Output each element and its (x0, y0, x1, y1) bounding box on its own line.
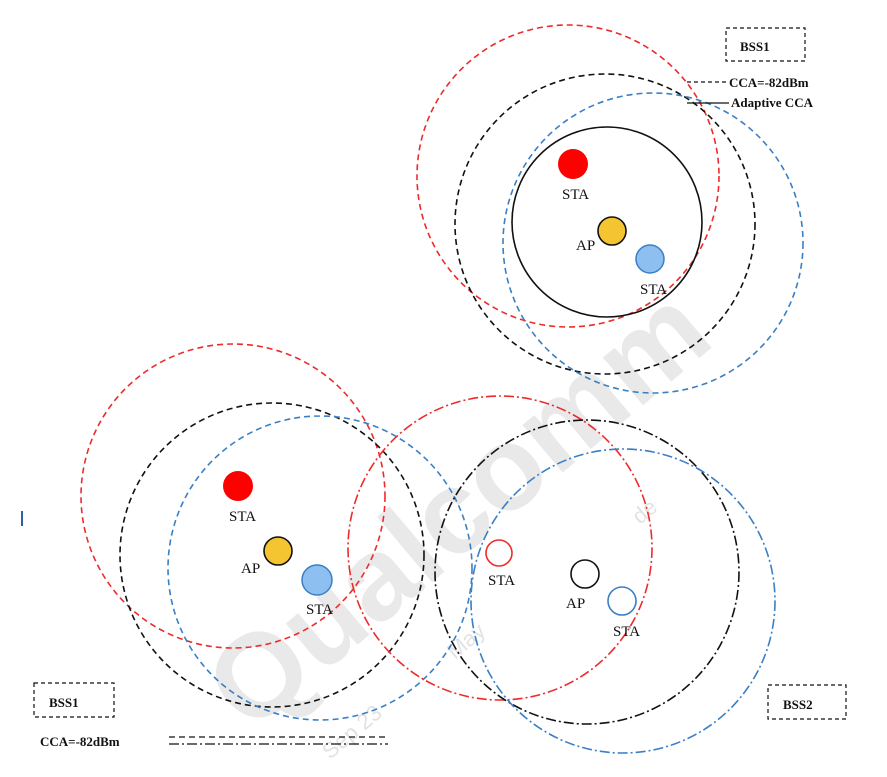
br-bss2-box (767, 684, 847, 720)
top-sta-red-node (558, 149, 588, 179)
top-adaptive-legend-label: Adaptive CCA (731, 95, 814, 110)
top-cca-82-circle (416, 24, 720, 328)
bl-sta-red-node (223, 471, 253, 501)
br-black-circle (434, 419, 740, 725)
top-bss1-group: STA AP STA BSS1 CCA=-82dBm Adaptive CCA (416, 24, 814, 394)
watermark: Qualcomm Sep 23 May de (182, 262, 734, 764)
bl-cca-legend-label: CCA=-82dBm (40, 734, 120, 749)
br-sta-blue-node (607, 586, 637, 616)
bottom-right-bss2-group: STA AP STA BSS2 (347, 395, 847, 754)
top-adaptive-cca-circle (454, 73, 756, 375)
br-sta-blue-label: STA (613, 624, 640, 640)
watermark-line-2: May (442, 618, 490, 664)
br-blue-circle (470, 448, 776, 754)
bl-bss1-box (33, 682, 115, 718)
top-sta-blue-node (635, 244, 665, 274)
bl-blue-circle (167, 415, 473, 721)
bl-cca-82-circle (80, 343, 386, 649)
top-bss1-box (725, 27, 806, 62)
top-blue-sta-circle (502, 92, 804, 394)
top-sta-red-label: STA (562, 187, 589, 203)
br-ap-label: AP (566, 596, 585, 612)
bl-ap-node (263, 536, 293, 566)
top-ap-node (597, 216, 627, 246)
br-red-circle (347, 395, 653, 701)
top-solid-range-circle (511, 126, 703, 318)
bl-black-circle (119, 402, 425, 708)
bl-sta-red-label: STA (229, 509, 256, 525)
bl-ap-label: AP (241, 561, 260, 577)
top-sta-blue-label: STA (640, 282, 667, 298)
top-bss1-title: BSS1 (740, 39, 770, 54)
top-cca-legend-label: CCA=-82dBm (729, 75, 809, 90)
br-bss2-title: BSS2 (783, 697, 813, 712)
bl-sta-blue-label: STA (306, 602, 333, 618)
bottom-left-bss1-group: STA AP STA BSS1 CCA=-82dBm (21, 343, 473, 749)
br-sta-red-node (485, 539, 513, 567)
bl-bss1-title: BSS1 (49, 695, 79, 710)
br-ap-node (570, 559, 600, 589)
top-ap-label: AP (576, 238, 595, 254)
bl-sta-blue-node (301, 564, 333, 596)
br-sta-red-label: STA (488, 573, 515, 589)
